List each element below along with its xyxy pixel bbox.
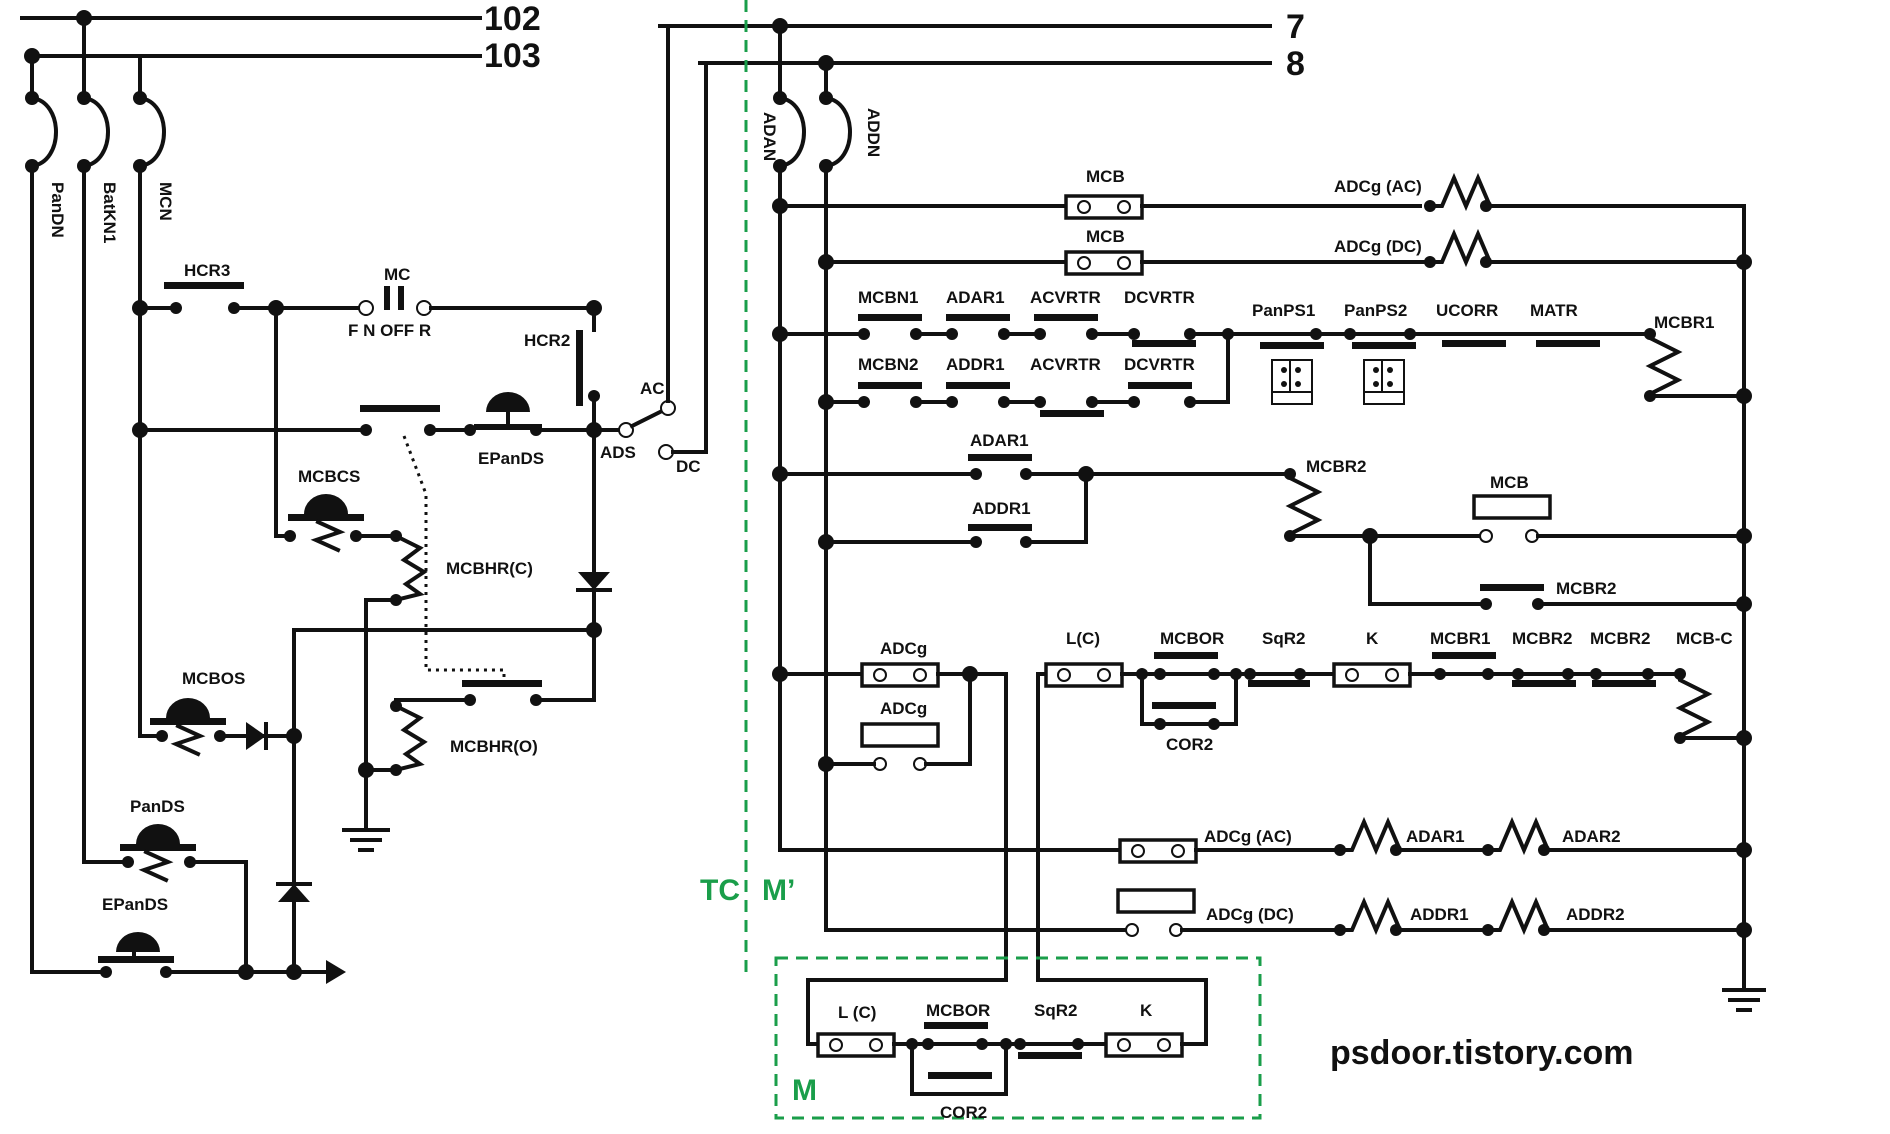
mcbos-label: MCBOS	[182, 669, 245, 688]
hcr3-label: HCR3	[184, 261, 230, 280]
right-control-wiring	[772, 24, 1766, 1012]
dcvrtr-2-label: DCVRTR	[1124, 355, 1195, 374]
wire-103-label: 103	[484, 37, 541, 75]
acvrtr-1-label: ACVRTR	[1030, 288, 1101, 307]
acvrtr-2-label: ACVRTR	[1030, 355, 1101, 374]
adar1-b-label: ADAR1	[970, 431, 1029, 450]
addr2-coil-label: ADDR2	[1566, 905, 1625, 924]
ac-label: AC	[640, 379, 665, 398]
adcg-dc-1-label: ADCg (DC)	[1334, 237, 1422, 256]
mcb-2-label: MCB	[1086, 227, 1125, 246]
site-watermark: psdoor.tistory.com	[1330, 1034, 1634, 1072]
pands-label: PanDS	[130, 797, 185, 816]
mcbor-1-label: MCBOR	[1160, 629, 1224, 648]
addr1-a-label: ADDR1	[946, 355, 1005, 374]
m-region-label: M	[792, 1074, 817, 1107]
adcg-dc-2-label: ADCg (DC)	[1206, 905, 1294, 924]
mcn-label: MCN	[156, 182, 175, 221]
adcg-1-label: ADCg	[880, 639, 927, 658]
adan-label: ADAN	[760, 112, 779, 161]
panps2-label: PanPS2	[1344, 301, 1407, 320]
mcbr1-coil-label: MCBR1	[1654, 313, 1714, 332]
mcbr2-b-label: MCBR2	[1512, 629, 1572, 648]
left-control-wiring	[30, 24, 828, 984]
mcbhr-o-label: MCBHR(O)	[450, 737, 538, 756]
mcbcs-label: MCBCS	[298, 467, 360, 486]
mc-positions-label: F N OFF R	[348, 321, 431, 340]
sqr2-1-label: SqR2	[1262, 629, 1305, 648]
mcbr2-coil-label: MCBR2	[1306, 457, 1366, 476]
m-region-box	[774, 956, 1262, 1120]
m-sqr2-label: SqR2	[1034, 1001, 1077, 1020]
adcg-2-label: ADCg	[880, 699, 927, 718]
mc-label: MC	[384, 265, 410, 284]
adar1-a-label: ADAR1	[946, 288, 1005, 307]
epands-top-label: EPanDS	[478, 449, 544, 468]
mcbn1-label: MCBN1	[858, 288, 918, 307]
adcg-ac-1-label: ADCg (AC)	[1334, 177, 1422, 196]
hcr2-label: HCR2	[524, 331, 570, 350]
mcb-c-label: MCB-C	[1676, 629, 1733, 648]
tc-region-label: TC	[700, 874, 740, 907]
wire-8-label: 8	[1286, 45, 1305, 83]
mcbn2-label: MCBN2	[858, 355, 918, 374]
pandn-label: PanDN	[48, 182, 67, 238]
adcg-ac-2-label: ADCg (AC)	[1204, 827, 1292, 846]
addr1-coil-label: ADDR1	[1410, 905, 1469, 924]
ads-label: ADS	[600, 443, 636, 462]
ucorr-label: UCORR	[1436, 301, 1498, 320]
mcbr2-hold-label: MCBR2	[1556, 579, 1616, 598]
wire-7-label: 7	[1286, 8, 1305, 46]
dc-label: DC	[676, 457, 701, 476]
mcbr2-c-label: MCBR2	[1590, 629, 1650, 648]
addn-label: ADDN	[864, 108, 883, 157]
dcvrtr-1-label: DCVRTR	[1124, 288, 1195, 307]
mcb-3-label: MCB	[1490, 473, 1529, 492]
cor2-1-label: COR2	[1166, 735, 1213, 754]
mcb-1-label: MCB	[1086, 167, 1125, 186]
panps1-label: PanPS1	[1252, 301, 1315, 320]
m-region-wiring	[806, 978, 1208, 1096]
m-k-label: K	[1140, 1001, 1153, 1020]
adar2-coil-label: ADAR2	[1562, 827, 1621, 846]
m-lc-label: L (C)	[838, 1003, 876, 1022]
left-breakers	[25, 16, 166, 974]
bus-lines	[20, 10, 1272, 71]
mcbr1-b-label: MCBR1	[1430, 629, 1490, 648]
wire-102-label: 102	[484, 0, 541, 38]
matr-label: MATR	[1530, 301, 1578, 320]
m-cor2-label: COR2	[940, 1103, 987, 1122]
m-prime-region-label: M’	[762, 874, 795, 907]
epands-bottom-label: EPanDS	[102, 895, 168, 914]
batkn1-label: BatKN1	[100, 182, 119, 243]
adar1-coil-label: ADAR1	[1406, 827, 1465, 846]
k-1-label: K	[1366, 629, 1379, 648]
mcbhr-c-label: MCBHR(C)	[446, 559, 533, 578]
lc-1-label: L(C)	[1066, 629, 1100, 648]
m-mcbor-label: MCBOR	[926, 1001, 990, 1020]
addr1-b-label: ADDR1	[972, 499, 1031, 518]
